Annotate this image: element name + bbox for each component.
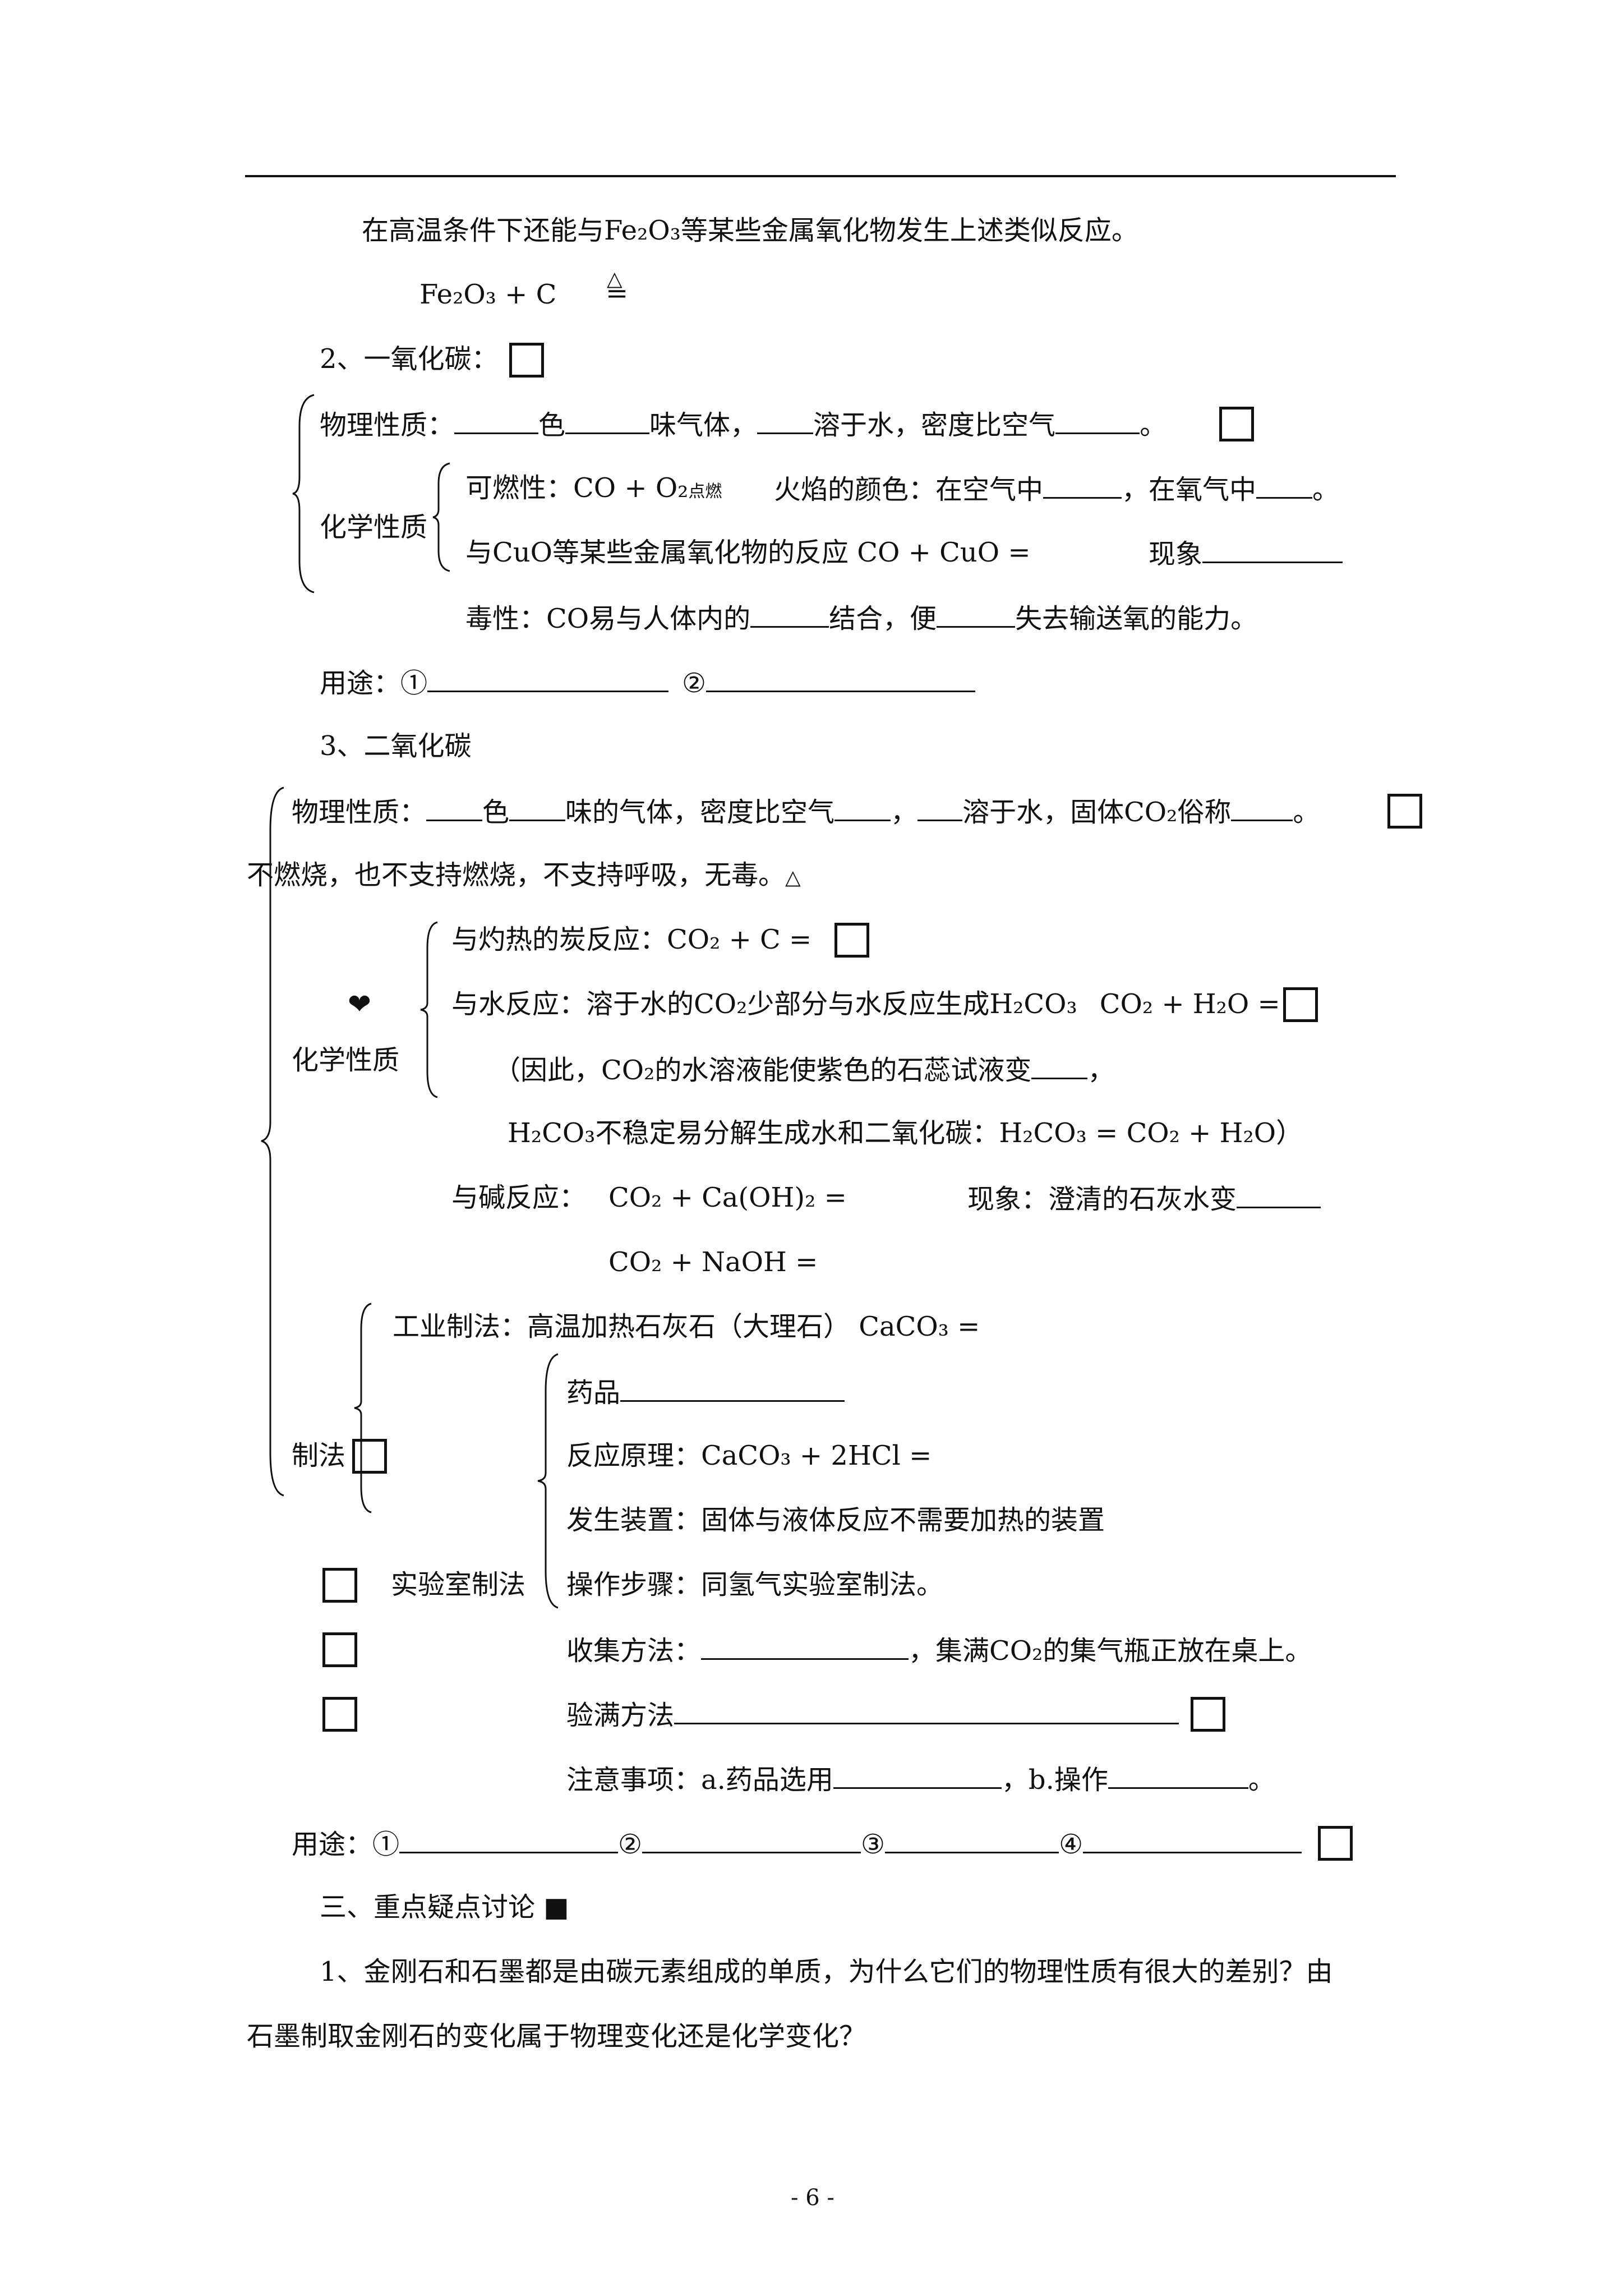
intro-line: 在高温条件下还能与Fe₂O₃等某些金属氧化物发生上述类似反应。 [362,215,1138,246]
brace-co-chem [432,462,450,572]
co-physical: 物理性质：色味气体，溶于水，密度比空气。 [320,408,1166,441]
checkbox[interactable] [834,923,869,958]
lab-steps: 操作步骤：同氢气实验室制法。 [566,1569,944,1600]
lab-check-full: 验满方法 [566,1698,1179,1731]
co2-base-reaction: 与碱反应：CO₂ + Ca(OH)₂ = [451,1182,847,1213]
lab-notes: 注意事项：a.药品选用，b.操作。 [566,1763,1275,1796]
brace-left [292,394,315,593]
delta-mark: △ [607,268,623,291]
section-2-title: 2、一氧化碳： [320,343,499,375]
co2-carbon-reaction: 与灼热的炭反应：CO₂ + C = [451,924,812,955]
checkbox[interactable] [1283,987,1318,1022]
section-iii-title: 三、重点疑点讨论 ■ [320,1892,569,1923]
checkbox[interactable] [509,343,544,378]
co-combustion: 可燃性：CO + O₂点燃 [465,472,722,504]
checkbox[interactable] [1191,1697,1225,1732]
lab-principle: 反应原理：CaCO₃ + 2HCl = [566,1440,932,1471]
broken-heart-icon: ❤ [348,988,371,1020]
equals-mark: = [606,278,629,309]
checkbox[interactable] [322,1632,357,1667]
h2co3-decompose: H₂CO₃不稳定易分解生成水和二氧化碳：H₂CO₃ = CO₂ + H₂O） [508,1117,1303,1149]
brace-lab [537,1353,559,1609]
brace-co2-chem [420,921,438,1098]
lab-collection: 收集方法：，集满CO₂的集气瓶正放在桌上。 [566,1634,1312,1667]
section-3-title: 3、二氧化碳 [320,730,472,762]
limewater-phenomenon: 现象：澄清的石灰水变 [967,1182,1321,1215]
checkbox[interactable] [1219,407,1254,441]
page-number: - 6 - [791,2185,834,2211]
header-rule [245,175,1396,177]
industrial-prep: 工业制法：高温加热石灰石（大理石） CaCO₃ = [393,1311,980,1342]
co-reduction: 与CuO等某些金属氧化物的反应 CO + CuO = [465,537,1031,568]
question-1-line-2: 石墨制取金刚石的变化属于物理变化还是化学变化？ [247,2021,866,2052]
lab-apparatus: 发生装置：固体与液体反应不需要加热的装置 [566,1504,1105,1536]
lab-reagents: 药品 [566,1375,845,1409]
checkbox[interactable] [322,1697,357,1732]
question-1-line-1: 1、金刚石和石墨都是由碳元素组成的单质，为什么它们的物理性质有很大的差别？由 [320,1956,1333,1987]
co-toxicity: 毒性：CO易与人体内的结合，便失去输送氧的能力。 [465,601,1257,634]
co-flame: 火焰的颜色：在空气中，在氧气中。 [774,472,1339,505]
checkbox[interactable] [352,1439,387,1474]
co2-nonflammable: 不燃烧，也不支持燃烧，不支持呼吸，无毒。△ [247,859,801,891]
co2-litmus: （因此，CO₂的水溶液能使紫色的石蕊试液变， [494,1053,1114,1086]
checkbox[interactable] [322,1568,357,1603]
co-phenomenon: 现象 [1149,537,1343,570]
lab-prep-label: 实验室制法 [391,1569,526,1600]
brace-prep [354,1303,372,1513]
co2-naoh: CO₂ + NaOH = [608,1246,818,1278]
prep-label: 制法 [292,1440,346,1471]
checkbox[interactable] [1387,794,1422,829]
fe2o3-equation: Fe₂O₃ + C [419,279,557,310]
checkbox[interactable] [1318,1826,1353,1861]
co-chem-label: 化学性质 [320,512,428,543]
co2-physical: 物理性质：色味的气体，密度比空气，溶于水，固体CO₂俗称。 [292,795,1320,828]
brace-co2 [261,786,284,1497]
co2-chem-label: 化学性质 [292,1045,400,1076]
